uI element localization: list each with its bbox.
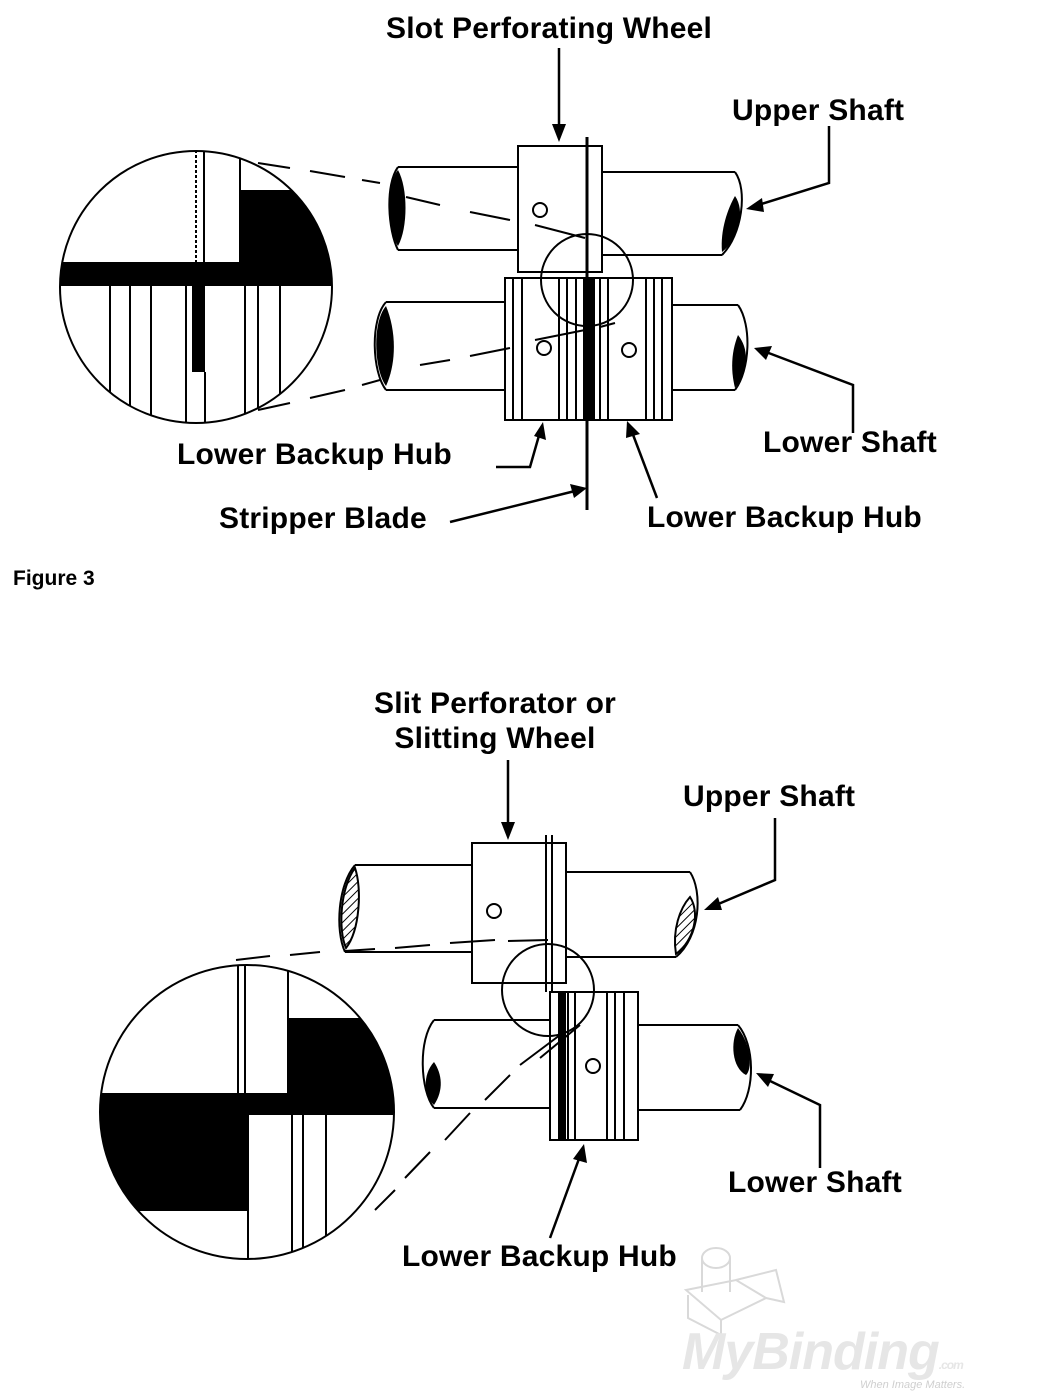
lower-shaft-label-fig4: Lower Shaft xyxy=(728,1166,902,1199)
lower-backup-hub-label-fig4: Lower Backup Hub xyxy=(402,1240,677,1273)
mybinding-watermark-logo xyxy=(683,1247,786,1337)
watermark-brand-suffix: .com xyxy=(938,1358,964,1372)
slot-perforating-wheel-label: Slot Perforating Wheel xyxy=(386,12,713,45)
lower-shaft-right xyxy=(672,304,749,391)
lower-shaft-label-fig3: Lower Shaft xyxy=(763,426,937,459)
watermark-brand: MyBinding.com xyxy=(682,1323,964,1381)
stripper-blade-label: Stripper Blade xyxy=(219,502,427,535)
lower-shaft-left xyxy=(373,301,505,391)
slit-perforator-label-line1: Slit Perforator or xyxy=(374,687,616,720)
lower-backup-hub-label-right: Lower Backup Hub xyxy=(647,501,922,534)
slit-perforator-label: Slit Perforator or Slitting Wheel xyxy=(360,686,630,756)
watermark-brand-my: My xyxy=(682,1323,753,1381)
figure-caption: Figure 3 xyxy=(13,567,95,590)
slit-perforator-label-line2: Slitting Wheel xyxy=(394,722,596,755)
upper-shaft-right xyxy=(602,171,743,256)
watermark-brand-binding: Binding xyxy=(752,1323,940,1381)
watermark-tagline: When Image Matters. xyxy=(860,1379,966,1391)
upper-wheel-hole xyxy=(532,202,548,218)
figure-3-diagram xyxy=(59,48,855,524)
lower-backup-hub-label-left: Lower Backup Hub xyxy=(177,438,452,471)
detail-circle xyxy=(540,233,634,327)
upper-shaft-label-fig4: Upper Shaft xyxy=(683,780,856,813)
upper-shaft-label-fig3: Upper Shaft xyxy=(732,94,905,127)
